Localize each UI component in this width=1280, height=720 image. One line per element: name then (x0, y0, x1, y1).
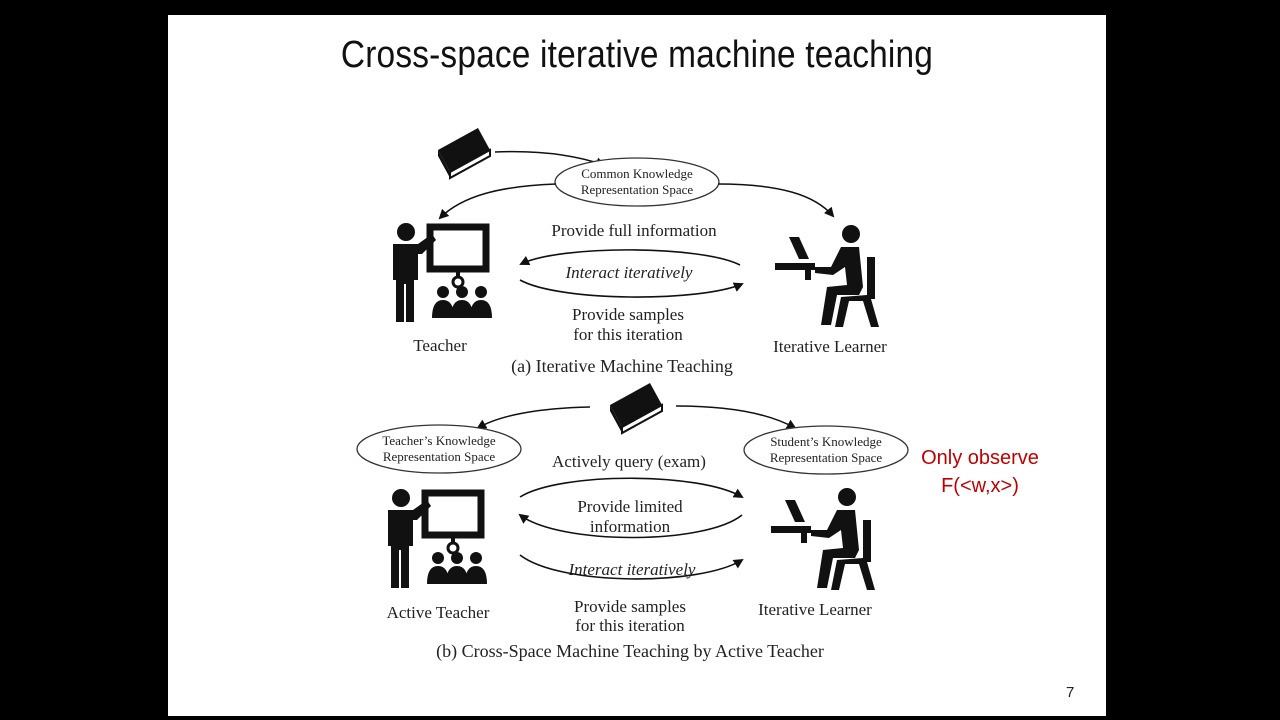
common-space-ellipse (554, 157, 720, 207)
book-to-student-space-arrow (675, 405, 797, 429)
page-number: 7 (1066, 684, 1075, 701)
limited-info-arrow (518, 513, 743, 539)
learner-icon-a (775, 225, 879, 327)
student-space-label-2: Representation Space (770, 450, 882, 465)
space-to-teacher-arrow-a (438, 183, 557, 220)
teacher-icon-b (388, 489, 487, 588)
samples-text-a-1: Provide samples (572, 305, 684, 324)
book-icon-a (437, 127, 491, 179)
slide-title: Cross-space iterative machine teaching (340, 34, 934, 76)
book-to-teacher-space-arrow (476, 406, 591, 430)
limited-text-1: Provide limited (577, 497, 683, 516)
learner-icon-b (771, 488, 875, 590)
teacher-space-label-2: Representation Space (383, 449, 495, 464)
learner-label-a: Iterative Learner (773, 337, 887, 356)
side-note-line-2: F(<w,x>) (941, 475, 1019, 497)
teacher-label-b: Active Teacher (387, 603, 490, 622)
loop-bottom-arrow-a (519, 279, 744, 298)
teacher-label-a: Teacher (413, 336, 467, 355)
loop-arrow-b (519, 554, 744, 580)
full-info-text: Provide full information (551, 221, 717, 240)
common-space-label-2: Representation Space (581, 182, 693, 197)
caption-a: (a) Iterative Machine Teaching (511, 356, 733, 377)
teacher-space-label-1: Teacher’s Knowledge (382, 433, 496, 448)
interact-text-a: Interact iteratively (565, 263, 693, 282)
side-note: Only observe F(<w,x>) (905, 444, 1055, 500)
learner-label-b: Iterative Learner (758, 600, 872, 619)
query-arrow (519, 477, 744, 499)
loop-top-arrow-a (519, 249, 741, 266)
limited-text-2: information (590, 517, 671, 536)
student-space-ellipse (743, 425, 909, 475)
samples-text-b-1: Provide samples (574, 597, 686, 616)
interact-text-b: Interact iteratively (568, 560, 696, 579)
teacher-space-ellipse (356, 424, 522, 474)
space-to-learner-arrow-a (717, 183, 835, 218)
side-note-line-1: Only observe (921, 447, 1039, 469)
samples-text-b-2: for this iteration (575, 616, 685, 635)
query-text: Actively query (exam) (552, 452, 706, 471)
teacher-icon-a (393, 223, 492, 322)
common-space-label-1: Common Knowledge (581, 166, 693, 181)
book-icon-b (609, 382, 663, 434)
slide-canvas (168, 15, 1106, 716)
student-space-label-1: Student’s Knowledge (770, 434, 882, 449)
caption-b: (b) Cross-Space Machine Teaching by Acti… (436, 641, 824, 662)
samples-text-a-2: for this iteration (573, 325, 683, 344)
